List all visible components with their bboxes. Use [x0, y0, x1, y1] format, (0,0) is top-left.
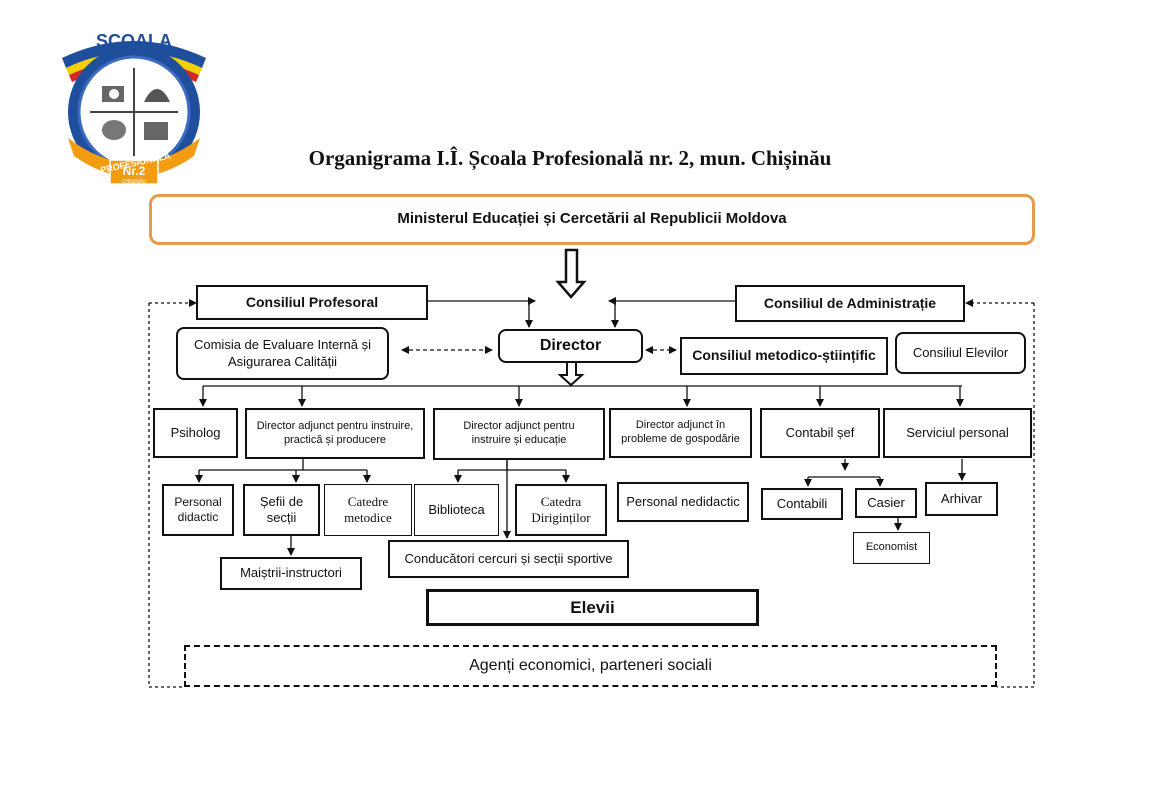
- page-title: Organigrama I.Î. Școala Profesională nr.…: [308, 146, 832, 170]
- sefii-sectii-box: Șefii de secții: [243, 484, 320, 536]
- comisia-evaluare-box: Comisia de Evaluare Internă și Asigurare…: [176, 327, 389, 380]
- catedra-dirigintilor-box: Catedra Diriginților: [515, 484, 607, 536]
- arhivar-box: Arhivar: [925, 482, 998, 516]
- maistrii-instructori-box: Maiștrii-instructori: [220, 557, 362, 590]
- serviciul-personal-box: Serviciul personal: [883, 408, 1032, 458]
- biblioteca-box: Biblioteca: [414, 484, 499, 536]
- personal-nedidactic-box: Personal nedidactic: [617, 482, 749, 522]
- ministry-box: Ministerul Educației și Cercetării al Re…: [149, 194, 1035, 245]
- director-adjunct-educatie-box: Director adjunct pentru instruire și edu…: [433, 408, 605, 460]
- contabil-sef-box: Contabil șef: [760, 408, 880, 458]
- psiholog-box: Psiholog: [153, 408, 238, 458]
- consiliul-administratie-box: Consiliul de Administrație: [735, 285, 965, 322]
- economist-box: Economist: [853, 532, 930, 564]
- consiliul-metodico-box: Consiliul metodico-științific: [680, 337, 888, 375]
- agenti-economici-box: Agenți economici, parteneri sociali: [184, 645, 997, 687]
- elevii-box: Elevii: [426, 589, 759, 626]
- personal-didactic-box: Personal didactic: [162, 484, 234, 536]
- logo-badge: Nr.2: [123, 164, 146, 178]
- consiliul-profesoral-box: Consiliul Profesoral: [196, 285, 428, 320]
- logo-top-text: ȘCOALA: [96, 31, 172, 51]
- school-logo: Nr.2 CHIȘINĂU ȘCOALA PROFESIONALĂ: [58, 28, 210, 188]
- catedre-metodice-box: Catedre metodice: [324, 484, 412, 536]
- director-adjunct-gospodarie-box: Director adjunct în probleme de gospodăr…: [609, 408, 752, 458]
- contabili-box: Contabili: [761, 488, 843, 520]
- director-box: Director: [498, 329, 643, 363]
- logo-city: CHIȘINĂU: [122, 178, 146, 185]
- consiliul-elevilor-box: Consiliul Elevilor: [895, 332, 1026, 374]
- casier-box: Casier: [855, 488, 917, 518]
- director-adjunct-practica-box: Director adjunct pentru instruire, pract…: [245, 408, 425, 459]
- conducatori-cercuri-box: Conducători cercuri și secții sportive: [388, 540, 629, 578]
